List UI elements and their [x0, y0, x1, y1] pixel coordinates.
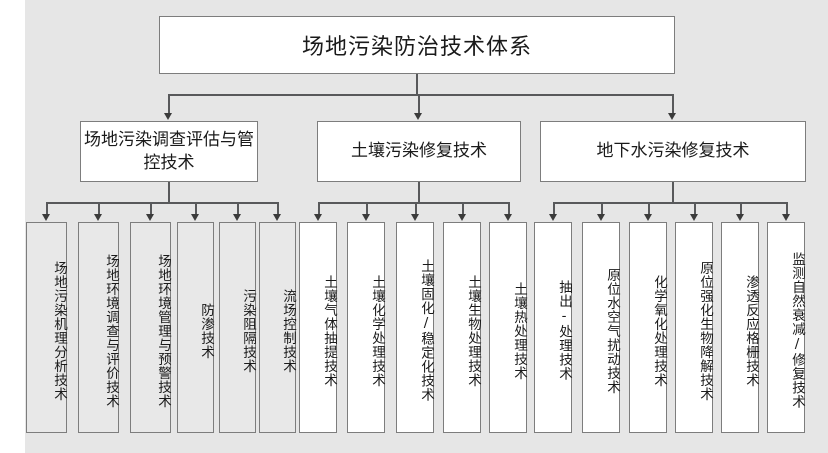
leaf-node-15: 原位强化生物降解技术 [675, 222, 713, 433]
arrow-leaf-6 [273, 214, 281, 221]
leaf-node-6: 流场控制技术 [259, 222, 296, 433]
group-node-3: 地下水污染修复技术 [540, 121, 806, 182]
connector-g1-leaf-3 [150, 202, 152, 214]
connector-g3-leaf-6 [786, 202, 788, 214]
connector-g3-leaf-5 [740, 202, 742, 214]
leaf-node-13: 原位水空气扰动技术 [582, 222, 620, 433]
group-node-1: 场地污染调查评估与管控技术 [80, 121, 258, 182]
leaf-node-17: 监测自然衰减/修复技术 [767, 222, 805, 433]
connector-root-to-group-1 [168, 94, 170, 113]
connector-g1-drop [168, 182, 170, 202]
arrow-group-2 [414, 113, 422, 120]
arrow-leaf-3 [146, 214, 154, 221]
group-node-2: 土壤污染修复技术 [317, 121, 521, 182]
connector-g1-leaf-6 [277, 202, 279, 214]
leaf-node-10: 土壤生物处理技术 [443, 222, 481, 433]
leaf-node-9: 土壤固化/稳定化技术 [396, 222, 434, 433]
connector-g3-leaf-2 [601, 202, 603, 214]
connector-g1-leaf-1 [46, 202, 48, 214]
leaf-node-8: 土壤化学处理技术 [347, 222, 385, 433]
connector-g2-leaf-3 [415, 202, 417, 214]
connector-g2-leaf-4 [462, 202, 464, 214]
leaf-node-4: 防渗技术 [177, 222, 214, 433]
arrow-leaf-4 [191, 214, 199, 221]
connector-g1-leaf-2 [98, 202, 100, 214]
leaf-node-16: 渗透反应格栅技术 [721, 222, 759, 433]
connector-root-to-group-2 [418, 94, 420, 113]
connector-g3-leaf-3 [648, 202, 650, 214]
leaf-node-12: 抽出-处理技术 [534, 222, 572, 433]
connector-g3-leaf-4 [694, 202, 696, 214]
connector-g3-leaf-1 [553, 202, 555, 214]
leaf-node-14: 化学氧化处理技术 [629, 222, 667, 433]
arrow-group-1 [164, 113, 172, 120]
connector-g1-leaf-4 [195, 202, 197, 214]
arrow-leaf-9 [411, 214, 419, 221]
arrow-leaf-12 [549, 214, 557, 221]
arrow-leaf-7 [314, 214, 322, 221]
connector-g1-bus [46, 202, 278, 204]
connector-root-to-group-3 [672, 94, 674, 113]
leaf-node-2: 场地环境调查与评价技术 [78, 222, 119, 433]
connector-root-bus [168, 94, 673, 96]
leaf-node-7: 土壤气体抽提技术 [299, 222, 337, 433]
connector-g2-leaf-5 [508, 202, 510, 214]
leaf-node-5: 污染阻隔技术 [219, 222, 256, 433]
arrow-leaf-11 [504, 214, 512, 221]
connector-g2-leaf-2 [366, 202, 368, 214]
connector-g2-leaf-1 [318, 202, 320, 214]
leaf-node-1: 场地污染机理分析技术 [26, 222, 67, 433]
arrow-leaf-5 [233, 214, 241, 221]
arrow-leaf-2 [94, 214, 102, 221]
connector-g3-drop [672, 182, 674, 202]
arrow-leaf-10 [458, 214, 466, 221]
root-node: 场地污染防治技术体系 [159, 16, 675, 74]
arrow-leaf-1 [42, 214, 50, 221]
arrow-leaf-16 [736, 214, 744, 221]
arrow-leaf-15 [690, 214, 698, 221]
connector-g2-bus [318, 202, 509, 204]
arrow-leaf-8 [362, 214, 370, 221]
connector-g2-drop [418, 182, 420, 202]
connector-g3-bus [553, 202, 787, 204]
leaf-node-11: 土壤热处理技术 [489, 222, 527, 433]
arrow-leaf-14 [644, 214, 652, 221]
arrow-leaf-17 [782, 214, 790, 221]
leaf-node-3: 场地环境管理与预警技术 [130, 222, 171, 433]
arrow-leaf-13 [597, 214, 605, 221]
connector-root-drop [416, 74, 418, 94]
connector-g1-leaf-5 [237, 202, 239, 214]
arrow-group-3 [668, 113, 676, 120]
